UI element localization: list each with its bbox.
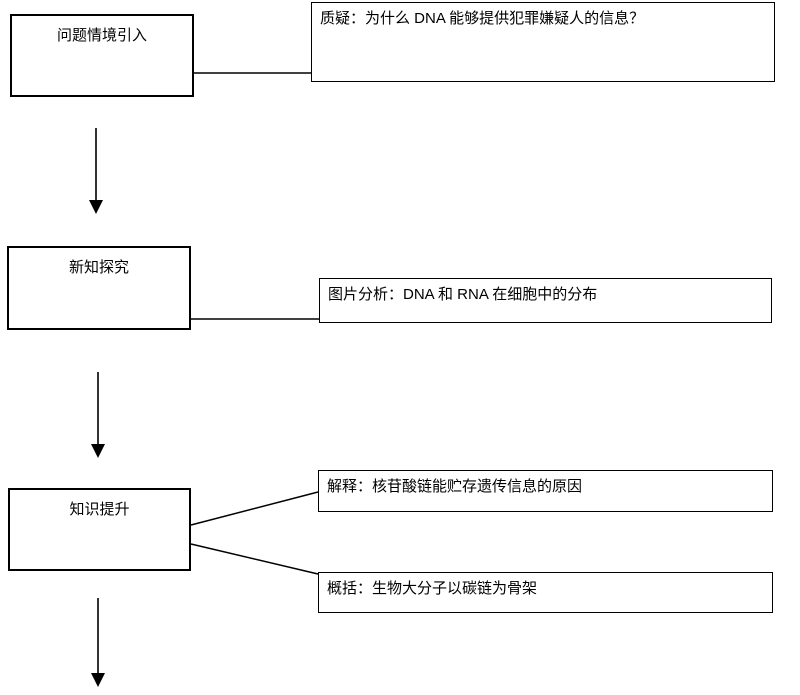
connector-stage3-note4 bbox=[190, 543, 319, 575]
note-box-image-analysis: 图片分析：DNA 和 RNA 在细胞中的分布 bbox=[319, 278, 772, 323]
note-box-question-label: 质疑：为什么 DNA 能够提供犯罪嫌疑人的信息？ bbox=[320, 10, 645, 27]
note-box-explanation: 解释：核苷酸链能贮存遗传信息的原因 bbox=[318, 470, 773, 512]
note-box-explanation-label: 解释：核苷酸链能贮存遗传信息的原因 bbox=[327, 478, 583, 495]
connector-stage3-note3 bbox=[190, 491, 319, 526]
arrow-down-3 bbox=[91, 598, 105, 687]
stage-box-knowledge-improve-label: 知识提升 bbox=[69, 501, 130, 518]
arrow-down-1 bbox=[89, 128, 103, 214]
stage-box-problem-intro-label: 问题情境引入 bbox=[56, 27, 147, 44]
note-box-question: 质疑：为什么 DNA 能够提供犯罪嫌疑人的信息？ bbox=[311, 2, 775, 82]
stage-box-problem-intro: 问题情境引入 bbox=[10, 14, 194, 97]
note-box-image-analysis-label: 图片分析：DNA 和 RNA 在细胞中的分布 bbox=[328, 286, 598, 303]
note-box-summary-label: 概括：生物大分子以碳链为骨架 bbox=[327, 580, 538, 597]
stage-box-knowledge-improve: 知识提升 bbox=[8, 488, 191, 571]
stage-box-new-knowledge: 新知探究 bbox=[7, 246, 191, 330]
arrow-down-2 bbox=[91, 372, 105, 458]
stage-box-new-knowledge-label: 新知探究 bbox=[68, 259, 129, 276]
note-box-summary: 概括：生物大分子以碳链为骨架 bbox=[318, 572, 773, 613]
